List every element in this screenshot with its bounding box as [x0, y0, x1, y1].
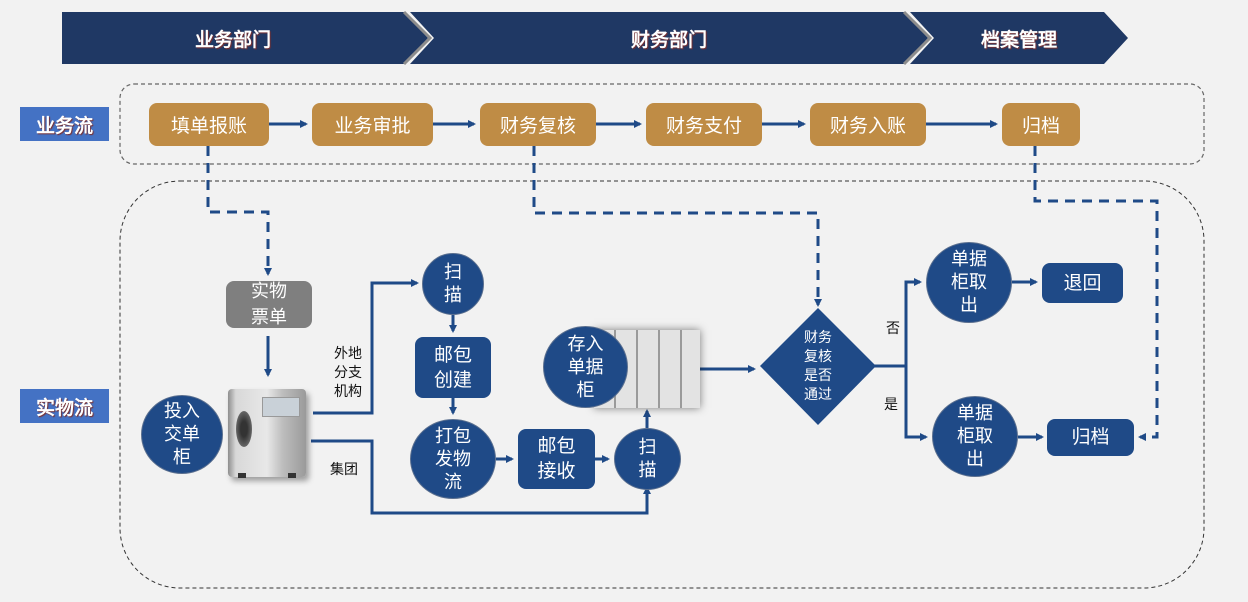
node-scan-bottom[interactable]: 扫 描	[614, 428, 681, 490]
decision-text: 财务 复核 是否 通过	[788, 328, 848, 406]
device-foot-right	[288, 473, 296, 478]
retrieve-yes-line3: 出	[966, 449, 984, 470]
decision-diamond[interactable]	[760, 308, 876, 425]
ticket-line2: 票单	[251, 306, 287, 328]
scan-bottom-line1: 扫	[638, 437, 657, 458]
phase-bar-finance	[410, 12, 928, 64]
scan-top-line2: 描	[444, 285, 462, 306]
decision-line3: 是否	[804, 368, 832, 384]
dashed-link-review-to-decision	[532, 146, 822, 307]
step-archive[interactable]: 归档	[1002, 103, 1080, 146]
lane-label-physical: 实物流	[20, 389, 109, 423]
step-finance-payment[interactable]: 财务支付	[646, 103, 762, 146]
phase-business-department: 业务部门	[194, 28, 271, 51]
retrieve-no-line1: 单据	[951, 249, 987, 270]
store-line1: 存入	[567, 333, 604, 355]
branch-line3: 机构	[334, 384, 362, 400]
step-finance-booking[interactable]: 财务入账	[810, 103, 926, 146]
dashed-link-fill-to-ticket	[206, 146, 272, 276]
label-yes: 是	[884, 397, 898, 413]
business-lane-container	[119, 83, 1205, 165]
node-retrieve-approved[interactable]: 单据 柜取 出	[932, 396, 1018, 477]
step-business-approval[interactable]: 业务审批	[312, 103, 433, 146]
node-package-create[interactable]: 邮包 创建	[415, 337, 491, 398]
line-decision-yes	[904, 366, 928, 441]
store-line3: 柜	[576, 379, 595, 401]
phase-finance-department: 财务部门	[630, 28, 707, 51]
retrieve-no-line2: 柜取	[951, 272, 987, 293]
label-no: 否	[886, 321, 900, 337]
node-package-receive[interactable]: 邮包 接收	[518, 429, 595, 489]
submit-line1: 投入	[164, 401, 200, 422]
scan-top-line1: 扫	[444, 262, 462, 283]
step-fill-reimbursement[interactable]: 填单报账	[149, 103, 269, 146]
dashed-link-archive-to-archive	[1033, 146, 1159, 441]
decision-line2: 复核	[804, 349, 832, 365]
retrieve-yes-line1: 单据	[957, 403, 993, 424]
label-group: 集团	[330, 462, 358, 478]
phase-bar-archive	[910, 12, 1128, 64]
submit-line2: 交单	[164, 424, 200, 445]
node-store-cabinet[interactable]: 存入 单据 柜	[543, 326, 628, 408]
lane-label-business: 业务流	[20, 107, 109, 141]
decision-line1: 财务	[804, 330, 832, 346]
ticket-line1: 实物	[251, 280, 287, 302]
receive-line2: 接收	[537, 460, 576, 482]
pack-line2: 发物	[435, 448, 471, 470]
node-return[interactable]: 退回	[1042, 263, 1123, 303]
create-line1: 邮包	[433, 343, 472, 366]
node-physical-ticket[interactable]: 实物 票单	[226, 281, 312, 328]
scan-bottom-line2: 描	[638, 460, 657, 481]
receive-line1: 邮包	[537, 435, 576, 457]
pack-line1: 打包	[435, 425, 471, 447]
phase-bar-business	[62, 12, 428, 64]
line-group-to-scan	[311, 439, 651, 515]
document-submission-device-image	[228, 389, 306, 478]
retrieve-yes-line2: 柜取	[957, 426, 993, 447]
branch-line2: 分支	[334, 365, 362, 381]
fan-icon	[236, 411, 252, 447]
label-branch-office: 外地 分支 机构	[334, 345, 366, 402]
chevron-divider-1	[402, 10, 433, 66]
create-line2: 创建	[433, 368, 472, 391]
node-archive[interactable]: 归档	[1047, 419, 1134, 456]
control-panel-icon	[262, 397, 300, 417]
physical-lane-container	[119, 180, 1205, 589]
phase-archive-management: 档案管理	[980, 28, 1057, 51]
chevron-divider-2	[902, 10, 933, 66]
retrieve-no-line3: 出	[960, 295, 978, 316]
line-branch-to-scan	[313, 279, 419, 415]
branch-line1: 外地	[334, 346, 362, 362]
node-pack-ship[interactable]: 打包 发物 流	[410, 419, 496, 499]
decision-line4: 通过	[804, 387, 832, 403]
node-retrieve-rejected[interactable]: 单据 柜取 出	[926, 242, 1012, 323]
step-finance-review[interactable]: 财务复核	[480, 103, 596, 146]
node-submit-cabinet[interactable]: 投入 交单 柜	[141, 395, 223, 474]
submit-line3: 柜	[173, 447, 191, 468]
device-foot-left	[238, 473, 246, 478]
store-line2: 单据	[567, 356, 604, 378]
node-scan-top[interactable]: 扫 描	[422, 253, 484, 315]
line-decision-no	[874, 278, 922, 368]
pack-line3: 流	[444, 471, 462, 493]
